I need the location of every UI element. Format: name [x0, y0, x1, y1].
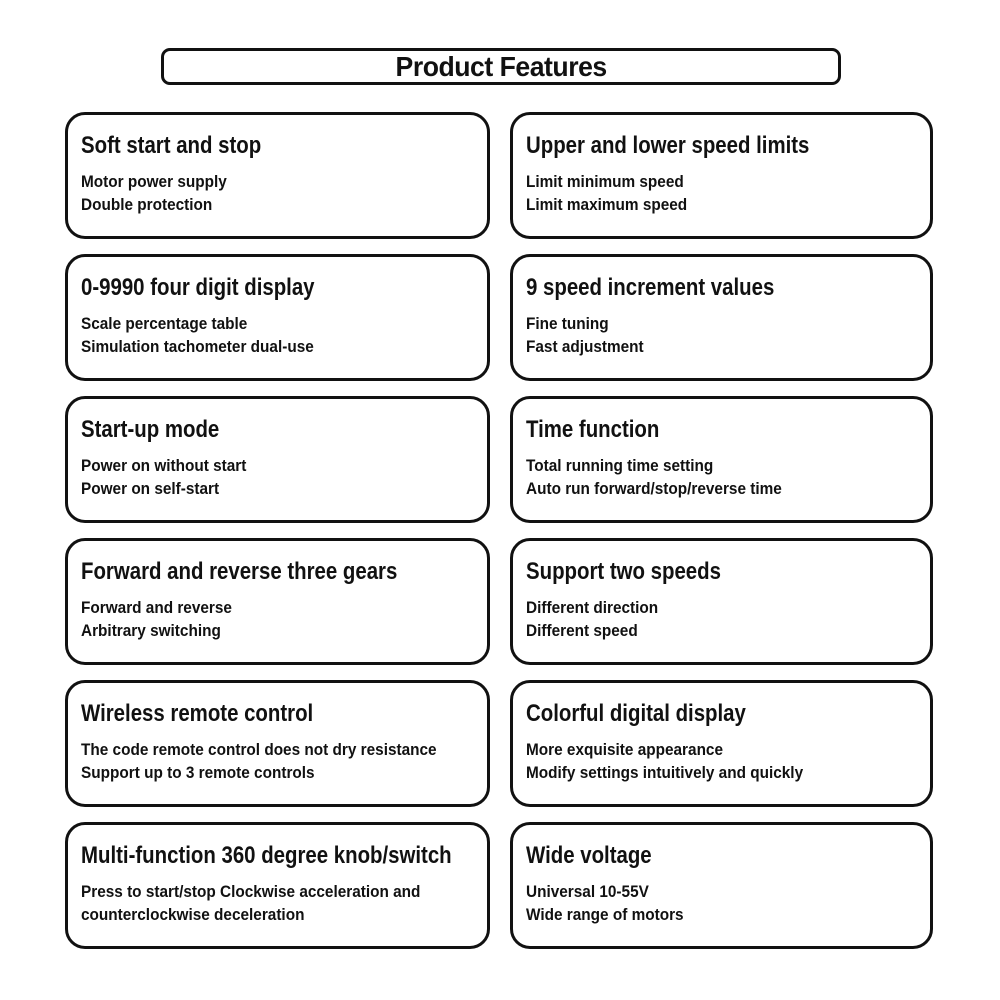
- feature-line: The code remote control does not dry res…: [81, 741, 437, 759]
- feature-card-wide-voltage: Wide voltage Universal 10-55V Wide range…: [510, 822, 933, 949]
- feature-title: Colorful digital display: [526, 700, 746, 727]
- feature-line: Total running time setting: [526, 457, 714, 475]
- feature-line: Limit maximum speed: [526, 195, 688, 214]
- feature-line: Motor power supply: [81, 173, 227, 191]
- feature-line: Support up to 3 remote controls: [81, 763, 315, 782]
- feature-card-speed-limits: Upper and lower speed limits Limit minim…: [510, 112, 933, 239]
- feature-line: Press to start/stop Clockwise accelerati…: [81, 883, 421, 901]
- feature-line: Different speed: [526, 621, 638, 640]
- page-title: Product Features: [395, 50, 607, 82]
- feature-line: Different direction: [526, 599, 659, 617]
- feature-title: Wireless remote control: [81, 700, 314, 727]
- feature-title: Soft start and stop: [81, 132, 262, 159]
- feature-title: Multi-function 360 degree knob/switch: [81, 842, 452, 869]
- feature-line: Forward and reverse: [81, 599, 232, 617]
- feature-line: Auto run forward/stop/reverse time: [526, 479, 782, 498]
- feature-line: Modify settings intuitively and quickly: [526, 763, 804, 782]
- feature-title: Support two speeds: [526, 558, 721, 585]
- feature-title: 9 speed increment values: [526, 274, 775, 301]
- feature-line: Limit minimum speed: [526, 173, 684, 191]
- feature-line: Universal 10-55V: [526, 883, 649, 901]
- feature-card-speed-increments: 9 speed increment values Fine tuning Fas…: [510, 254, 933, 381]
- feature-card-wireless-remote: Wireless remote control The code remote …: [65, 680, 490, 807]
- feature-title: Time function: [526, 416, 660, 443]
- feature-title: Start-up mode: [81, 416, 220, 443]
- feature-card-colorful-display: Colorful digital display More exquisite …: [510, 680, 933, 807]
- feature-card-forward-reverse: Forward and reverse three gears Forward …: [65, 538, 490, 665]
- feature-card-four-digit-display: 0-9990 four digit display Scale percenta…: [65, 254, 490, 381]
- feature-card-soft-start: Soft start and stop Motor power supply D…: [65, 112, 490, 239]
- feature-title: Upper and lower speed limits: [526, 132, 810, 159]
- feature-line: Wide range of motors: [526, 905, 684, 924]
- feature-line: Double protection: [81, 195, 213, 214]
- page-title-box: Product Features: [161, 48, 841, 85]
- feature-card-time-function: Time function Total running time setting…: [510, 396, 933, 523]
- feature-line: Power on without start: [81, 457, 247, 475]
- feature-card-startup-mode: Start-up mode Power on without start Pow…: [65, 396, 490, 523]
- feature-card-two-speeds: Support two speeds Different direction D…: [510, 538, 933, 665]
- feature-line: Simulation tachometer dual-use: [81, 337, 314, 356]
- feature-title: 0-9990 four digit display: [81, 274, 315, 301]
- feature-line: More exquisite appearance: [526, 741, 724, 759]
- feature-line: Fast adjustment: [526, 337, 644, 356]
- feature-grid: Soft start and stop Motor power supply D…: [65, 112, 933, 949]
- feature-line: Power on self-start: [81, 479, 220, 498]
- feature-line: counterclockwise deceleration: [81, 905, 305, 924]
- feature-title: Forward and reverse three gears: [81, 558, 398, 585]
- feature-line: Arbitrary switching: [81, 621, 221, 640]
- feature-card-multi-function-knob: Multi-function 360 degree knob/switch Pr…: [65, 822, 490, 949]
- feature-line: Scale percentage table: [81, 315, 248, 333]
- feature-title: Wide voltage: [526, 842, 652, 869]
- feature-line: Fine tuning: [526, 315, 609, 333]
